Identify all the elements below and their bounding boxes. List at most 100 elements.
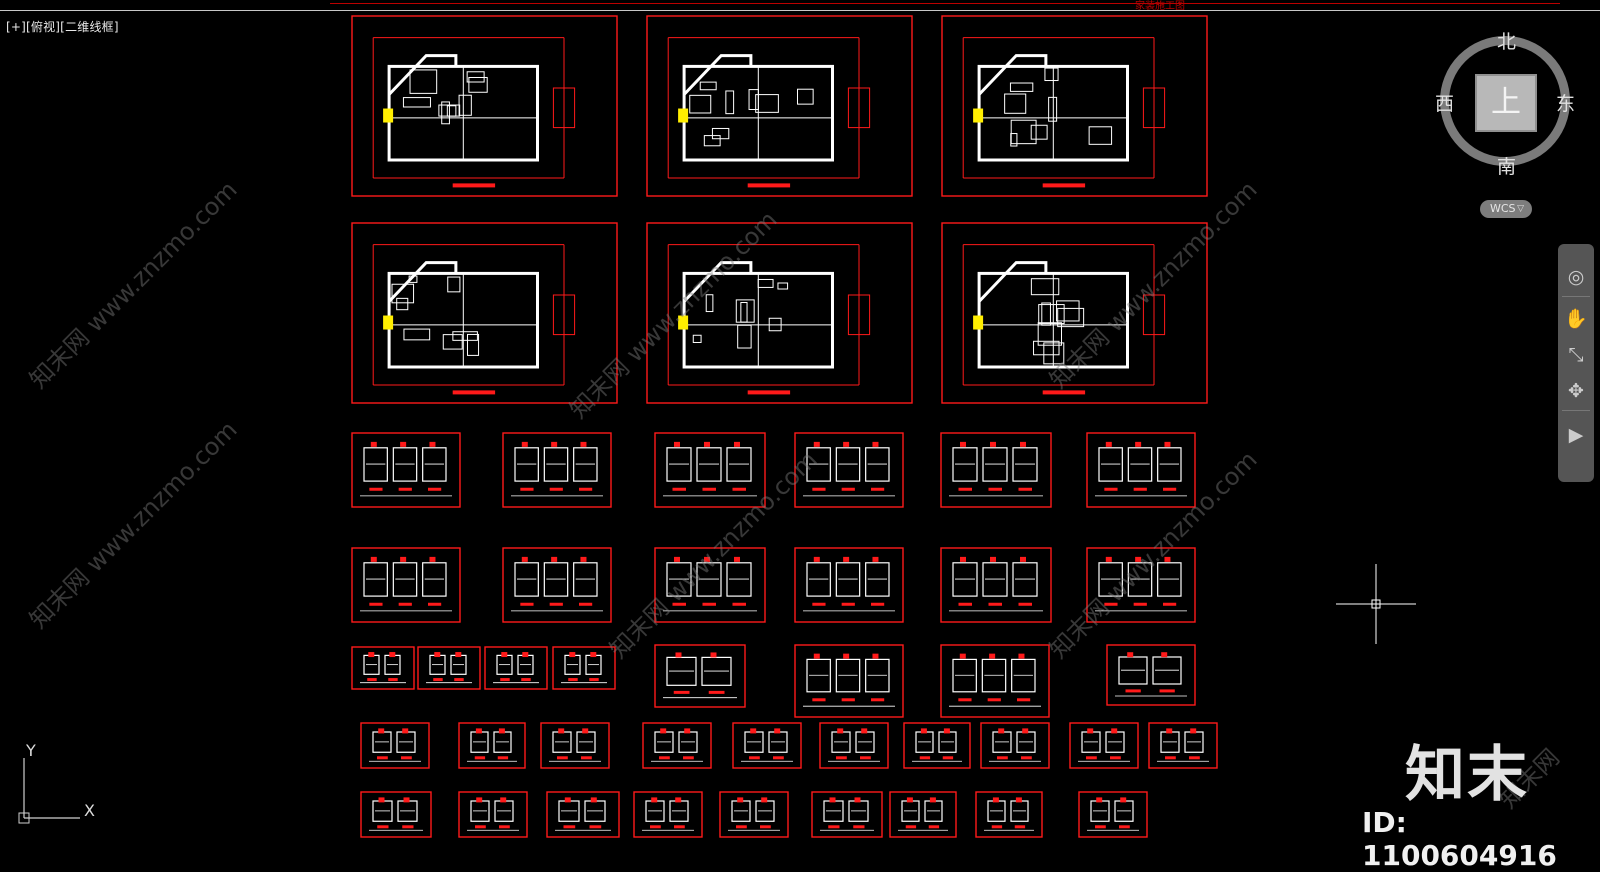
section-marker xyxy=(580,441,587,447)
elevation-view xyxy=(422,447,447,482)
section-marker xyxy=(1164,556,1171,562)
compass-east[interactable]: 东 xyxy=(1556,93,1576,115)
elevation-view xyxy=(726,562,752,597)
view-title-bar xyxy=(988,487,1002,491)
elevation-view xyxy=(514,562,539,597)
view-title-bar xyxy=(773,756,784,760)
section-marker xyxy=(1166,728,1173,734)
elevation-view xyxy=(806,562,831,597)
sheet-title-bar xyxy=(747,390,791,395)
furniture-block xyxy=(711,127,730,140)
view-title-bar xyxy=(377,825,389,829)
view-title-bar xyxy=(367,678,377,682)
zoom-extents-icon[interactable]: ⤡ xyxy=(1568,344,1584,366)
compass-ring[interactable] xyxy=(1440,36,1570,166)
section-marker xyxy=(684,728,691,734)
elevation-view xyxy=(1098,562,1123,597)
view-title-bar xyxy=(1104,602,1118,606)
furniture-block xyxy=(1030,278,1060,296)
orbit-icon[interactable]: ✥ xyxy=(1568,380,1584,402)
sheet-frame xyxy=(502,432,612,508)
section-marker xyxy=(368,652,375,658)
furniture-block xyxy=(402,97,431,108)
viewcube[interactable]: 北 南 西 东 上 xyxy=(1435,31,1575,178)
furniture-block xyxy=(391,283,415,304)
furniture-block xyxy=(1030,124,1048,140)
section-marker xyxy=(1135,556,1142,562)
furniture-block xyxy=(452,331,478,341)
view-title-bar xyxy=(563,825,576,829)
wcs-menu[interactable]: WCS ▽ xyxy=(1480,200,1532,218)
furniture-block xyxy=(1088,126,1113,145)
section-marker xyxy=(1161,652,1168,658)
view-title-bar xyxy=(500,678,510,682)
view-title-bar xyxy=(841,698,855,702)
drawing-title: 家装施工图 xyxy=(1135,1,1185,12)
sheet-frame xyxy=(975,791,1043,838)
section-marker xyxy=(960,441,966,447)
furniture-block xyxy=(740,302,748,323)
elevation-view xyxy=(835,658,861,693)
section-marker xyxy=(675,797,682,803)
view-title-bar xyxy=(1159,689,1175,693)
section-marker xyxy=(402,728,409,734)
view-title-bar xyxy=(1018,487,1032,491)
pan-hand-icon[interactable]: ✋ xyxy=(1564,308,1588,330)
section-marker xyxy=(854,797,861,803)
furniture-block xyxy=(777,282,789,290)
compass-west[interactable]: 西 xyxy=(1435,93,1455,115)
elevation-view xyxy=(514,447,539,482)
view-title-bar xyxy=(760,825,771,829)
view-title-bar xyxy=(841,602,855,606)
sheet-frame xyxy=(1148,722,1218,769)
section-marker xyxy=(1111,728,1118,734)
view-title-bar xyxy=(428,487,442,491)
sheet-frame xyxy=(360,722,430,769)
elevation-view xyxy=(1011,658,1036,693)
legend-table xyxy=(552,294,576,336)
section-marker xyxy=(651,797,658,803)
elevation-view xyxy=(696,447,722,482)
sheet-frame xyxy=(654,547,766,623)
sheet-frame xyxy=(794,644,904,718)
furniture-block xyxy=(692,334,702,343)
sheet-frame xyxy=(1086,432,1196,508)
section-marker xyxy=(929,797,936,803)
view-title-bar xyxy=(589,678,599,682)
steering-wheel-icon[interactable]: ◎ xyxy=(1567,266,1585,288)
view-title-bar xyxy=(919,756,931,760)
section-marker xyxy=(522,652,529,658)
viewport-controls-label[interactable]: [+][俯视][二维线框] xyxy=(6,20,119,34)
sheet-frame xyxy=(417,646,481,690)
section-marker xyxy=(837,728,844,734)
view-title-bar xyxy=(672,602,686,606)
viewcube-top-face[interactable]: 上 xyxy=(1475,74,1537,132)
view-title-bar xyxy=(1095,825,1106,829)
section-marker xyxy=(704,556,710,562)
compass-north[interactable]: 北 xyxy=(1497,31,1517,53)
sheet-frame xyxy=(546,791,620,838)
sheet-title-bar xyxy=(1042,183,1086,188)
section-marker xyxy=(378,728,385,734)
section-marker xyxy=(989,653,996,659)
section-marker xyxy=(590,652,597,658)
elevation-view xyxy=(422,562,447,597)
view-title-bar xyxy=(1110,756,1121,760)
furniture-block xyxy=(446,105,457,117)
view-title-bar xyxy=(398,602,412,606)
sheet-frame xyxy=(889,791,957,838)
drawing-canvas[interactable]: XY xyxy=(0,12,1600,856)
furniture-block xyxy=(1044,67,1059,82)
section-marker xyxy=(872,653,879,659)
view-title-bar xyxy=(1018,602,1032,606)
sheet-title-bar xyxy=(1042,390,1086,395)
section-marker xyxy=(998,728,1005,734)
view-title-bar xyxy=(369,602,383,606)
compass-south[interactable]: 南 xyxy=(1497,156,1517,178)
section-marker xyxy=(429,556,436,562)
section-marker xyxy=(843,556,850,562)
sheet-frame xyxy=(794,547,904,623)
showmotion-icon[interactable]: ▶ xyxy=(1568,424,1584,446)
furniture-block xyxy=(1010,119,1037,145)
